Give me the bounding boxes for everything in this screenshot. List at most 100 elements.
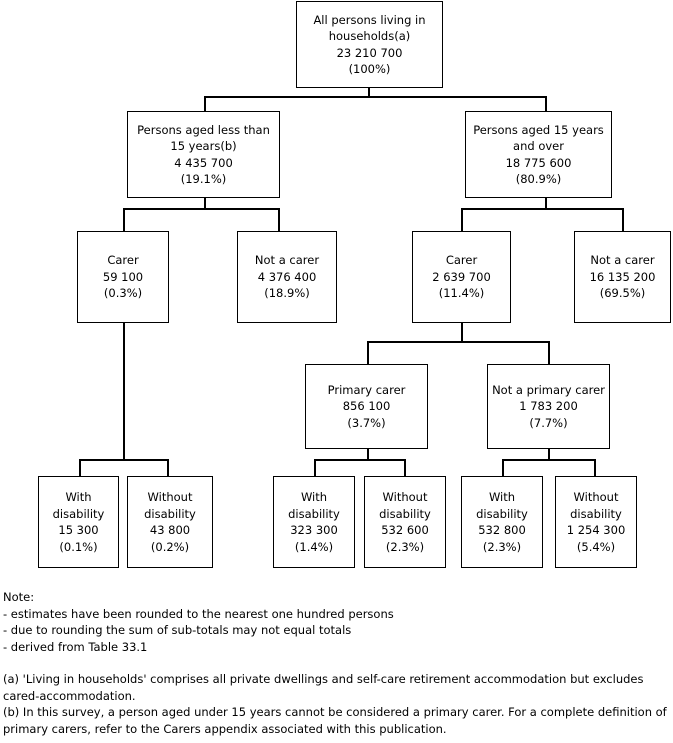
node-line: (100%) [348,62,391,76]
node-under-15-not-carer: Not a carer 4 376 400 (18.9%) [237,231,337,323]
node-line: 59 100 [102,269,144,284]
node-line: Not a primary carer [492,382,605,397]
node-line: 15 years(b) [170,139,237,153]
notes-heading: Note: [3,590,35,604]
connector-line [314,459,316,477]
connector-line [502,459,596,461]
node-primary-carer-without-disability: Without disability 532 600 (2.3%) [364,476,446,568]
node-aged-15-and-over: Persons aged 15 years and over 18 775 60… [465,111,612,198]
node-line: (2.3%) [385,539,425,554]
node-line: 2 639 700 [432,269,491,284]
node-line: 1 783 200 [519,399,578,414]
node-line: Persons aged less than [137,122,270,137]
node-line: disability [570,506,622,521]
node-primary-carer: Primary carer 856 100 (3.7%) [305,364,428,449]
node-line: disability [379,506,431,521]
node-all-persons: All persons living in households(a) 23 2… [296,1,443,88]
node-under-15-with-disability: With disability 15 300 (0.1%) [38,476,119,568]
connector-line [622,208,624,232]
node-line: 18 775 600 [505,155,572,170]
node-line: Not a carer [590,253,655,268]
note-item: - derived from Table 33.1 [3,639,148,654]
node-line: (5.4%) [576,539,616,554]
node-line: 532 800 [478,523,526,537]
node-line: Persons aged 15 years [473,122,604,137]
node-not-primary-carer: Not a primary carer 1 783 200 (7.7%) [487,364,610,449]
connector-line [79,459,169,461]
node-line: Primary carer [327,382,406,397]
node-primary-carer-with-disability: With disability 323 300 (1.4%) [273,476,355,568]
footnote-a: (a) 'Living in households' comprises all… [3,672,644,703]
node-aged-under-15: Persons aged less than 15 years(b) 4 435… [127,111,280,198]
footnote-b: (b) In this survey, a person aged under … [3,705,667,736]
connector-line [502,459,504,477]
node-line: (0.1%) [59,539,98,554]
node-line: 15 300 [58,523,99,537]
node-line: 43 800 [149,523,191,537]
node-under-15-carer: Carer 59 100 (0.3%) [77,231,169,323]
node-line: Without [382,490,428,504]
node-15-over-not-carer: Not a carer 16 135 200 (69.5%) [574,231,671,323]
connector-line [461,208,624,210]
note-item: - due to rounding the sum of sub-totals … [3,623,352,637]
node-line: (0.3%) [103,286,143,301]
node-line: Carer [445,253,478,268]
node-line: Not a carer [254,253,320,268]
connector-line [461,208,463,232]
node-line: 532 600 [381,523,429,537]
connector-line [367,341,550,343]
node-line: (1.4%) [294,539,334,554]
connector-line [204,96,206,112]
node-line: (80.9%) [515,172,562,186]
node-not-primary-carer-without-disability: Without disability 1 254 300 (5.4%) [555,476,637,568]
node-line: 1 254 300 [566,523,626,537]
connector-line [167,459,169,477]
node-line: households(a) [328,29,411,43]
connector-line [204,96,547,98]
node-line: Carer [107,253,139,268]
node-line: disability [288,506,340,521]
node-line: (3.7%) [347,415,386,430]
connector-line [123,208,280,210]
node-line: (19.1%) [180,172,227,186]
connector-line [594,459,596,477]
node-line: (69.5%) [599,286,646,301]
connector-line [367,341,369,365]
node-line: With [65,490,92,504]
node-not-primary-carer-with-disability: With disability 532 800 (2.3%) [461,476,543,568]
node-15-over-carer: Carer 2 639 700 (11.4%) [412,231,511,323]
connector-line [123,322,125,461]
node-line: 23 210 700 [336,45,403,60]
node-line: (2.3%) [482,539,522,554]
node-line: 16 135 200 [589,269,656,284]
node-line: disability [52,506,105,521]
node-line: Without [147,490,193,504]
node-line: 4 376 400 [257,269,317,284]
node-line: (7.7%) [529,415,568,430]
node-line: (11.4%) [438,286,485,301]
connector-line [123,208,125,232]
node-line: 4 435 700 [174,155,233,170]
node-line: Without [573,490,619,504]
notes-section: Note: - estimates have been rounded to t… [3,589,671,737]
connector-line [548,448,550,461]
node-under-15-without-disability: Without disability 43 800 (0.2%) [127,476,213,568]
node-line: With [300,490,328,504]
connector-line [278,208,280,232]
connector-line [79,459,81,477]
connector-line [545,96,547,112]
note-item: - estimates have been rounded to the nea… [3,606,394,621]
node-line: and over [513,139,564,153]
connector-line [545,197,547,209]
notes-spacer [3,655,671,671]
node-line: disability [144,506,196,521]
connector-line [461,322,463,343]
node-line: All persons living in [313,12,426,27]
node-line: With [488,490,516,504]
connector-line [314,459,406,461]
connector-line [367,448,369,461]
node-line: disability [476,506,528,521]
connector-line [204,197,206,209]
node-line: 323 300 [290,523,338,537]
node-line: (18.9%) [264,286,310,301]
